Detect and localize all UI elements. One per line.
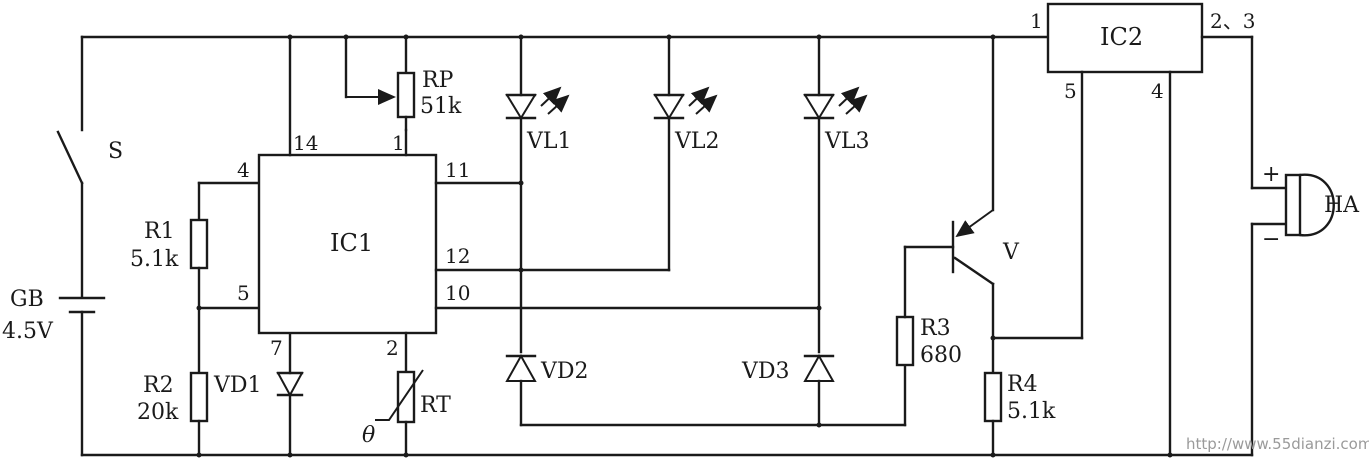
ic1-pin12: 12 xyxy=(445,244,470,268)
r3-resistor xyxy=(895,245,955,427)
ic2-chip xyxy=(1046,2,1254,457)
vl2-label: VL2 xyxy=(674,129,720,154)
ic2-pin5: 5 xyxy=(1064,79,1077,103)
vl2-led xyxy=(653,35,718,120)
r1-value-label: 5.1k xyxy=(130,247,179,272)
buzzer-plus-label: + xyxy=(1262,162,1280,187)
ic1-pin5: 5 xyxy=(237,281,250,305)
ic1-pin1: 1 xyxy=(392,131,405,155)
ic1-label: IC1 xyxy=(330,229,373,257)
vd1-label: VD1 xyxy=(213,373,262,398)
r4-name-label: R4 xyxy=(1007,372,1038,397)
ic1-pin7: 7 xyxy=(270,336,283,360)
r2-resistor xyxy=(189,306,209,457)
rp-value-label: 51k xyxy=(420,94,462,119)
ic1-pin10: 10 xyxy=(445,281,470,305)
r4-value-label: 5.1k xyxy=(1007,399,1056,424)
vd3-diode xyxy=(803,353,835,427)
rp-name-label: RP xyxy=(422,68,454,93)
vl1-led xyxy=(505,35,570,354)
net-pin12 xyxy=(434,116,671,272)
ic1-pin11: 11 xyxy=(445,158,470,182)
switch-label: S xyxy=(108,139,123,164)
transistor-v xyxy=(951,35,995,375)
rt-label: RT xyxy=(420,393,451,418)
battery-name-label: GB xyxy=(10,287,44,312)
r3-value-label: 680 xyxy=(920,343,962,368)
ic1-pin4: 4 xyxy=(237,158,250,182)
junction-dots xyxy=(196,34,1173,458)
ic2-label: IC2 xyxy=(1100,23,1143,51)
watermark: http://www.55dianzi.com xyxy=(1186,435,1369,453)
buzzer-ha xyxy=(1250,173,1335,457)
vl3-label: VL3 xyxy=(824,129,870,154)
r3-name-label: R3 xyxy=(920,316,951,341)
vd1-diode xyxy=(276,331,304,457)
battery-gb xyxy=(58,296,106,457)
r1-name-label: R1 xyxy=(144,219,175,244)
vd3-label: VD3 xyxy=(741,359,790,384)
vl3-led xyxy=(803,35,868,354)
r2-value-label: 20k xyxy=(137,400,179,425)
buzzer-minus-label: − xyxy=(1262,227,1280,252)
vl1-label: VL1 xyxy=(526,129,572,154)
vd2-label: VD2 xyxy=(540,359,589,384)
ic1-pin2: 2 xyxy=(386,336,399,360)
rt-thermistor xyxy=(375,331,424,457)
switch-s xyxy=(56,35,84,298)
ic2-pin23: 2、3 xyxy=(1210,9,1255,33)
r2-name-label: R2 xyxy=(143,373,174,398)
r4-resistor xyxy=(983,336,1084,457)
r1-resistor xyxy=(189,181,261,310)
ic1-chip xyxy=(257,35,438,335)
vd2-diode xyxy=(505,353,537,427)
ic1-pin14: 14 xyxy=(293,131,318,155)
ic2-pin4: 4 xyxy=(1151,79,1164,103)
theta-label: θ xyxy=(362,423,375,448)
buzzer-label: HA xyxy=(1324,193,1360,218)
rp-potentiometer xyxy=(344,35,416,132)
transistor-label: V xyxy=(1002,240,1020,265)
battery-value-label: 4.5V xyxy=(2,319,54,344)
ic2-pin1: 1 xyxy=(1030,9,1043,33)
